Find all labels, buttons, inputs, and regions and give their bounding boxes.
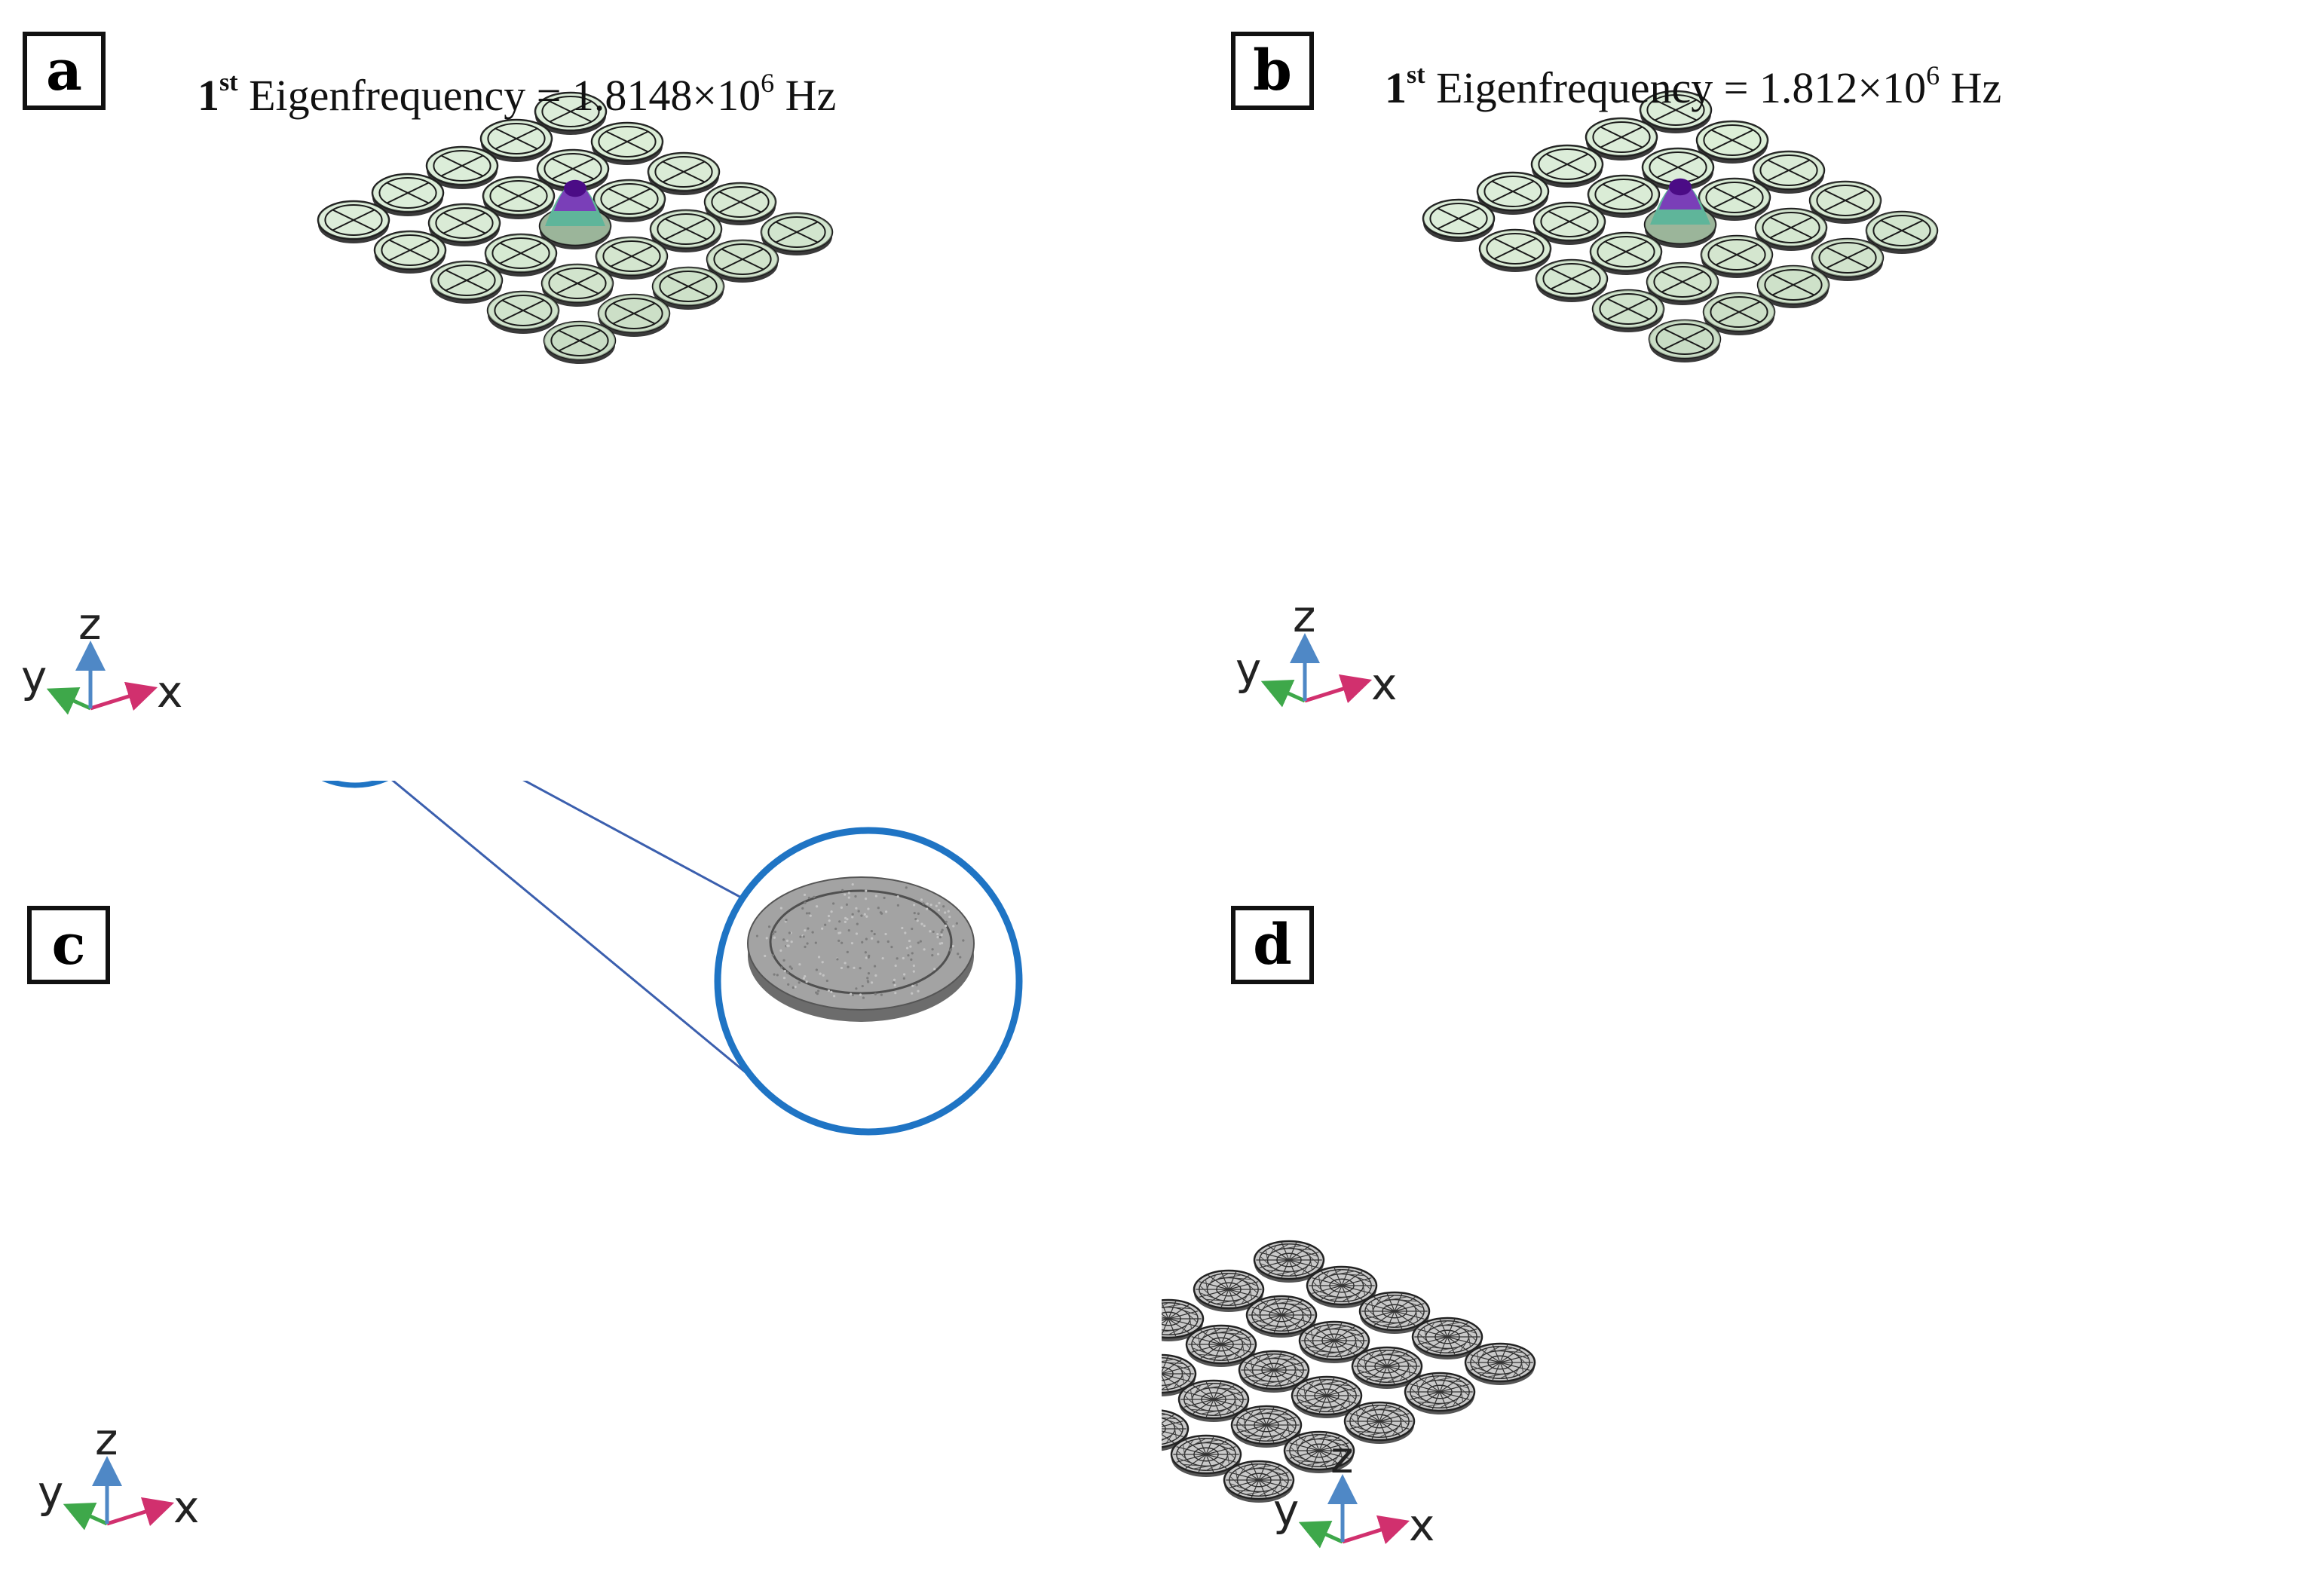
ordinal-suffix: st xyxy=(219,69,238,96)
disk-3-4 xyxy=(488,292,559,334)
y-axis-arrow xyxy=(1275,687,1305,701)
frequency-text: Eigenfrequency = 1.8148×10 xyxy=(249,71,761,120)
eigenfrequency-b: 1st Eigenfrequency = 1.812×106 Hz xyxy=(1385,62,2001,110)
disk-4-4 xyxy=(544,322,615,364)
panel-label-a: a xyxy=(23,32,106,110)
y-axis-label: y xyxy=(38,1466,63,1518)
panel-c: c x yz xyxy=(0,781,1162,1561)
zoomed-disk xyxy=(748,877,974,1022)
x-axis-arrow xyxy=(90,692,143,708)
z-axis-label: z xyxy=(1330,1432,1353,1483)
y-axis-arrow xyxy=(77,1510,107,1524)
disk-0-4 xyxy=(318,201,389,243)
ordinal-suffix: st xyxy=(1407,61,1425,89)
axis-triad-a: x yz xyxy=(15,595,211,739)
y-axis-arrow xyxy=(60,695,90,708)
ordinal: 1 xyxy=(1385,63,1407,112)
z-axis-label: z xyxy=(95,1414,118,1465)
zoom-callout xyxy=(287,781,1019,1132)
disk-1-4 xyxy=(1480,230,1551,272)
panel-b: b 1st Eigenfrequency = 1.812×106 Hz x yz xyxy=(1162,0,2323,781)
x-axis-label: x xyxy=(157,666,182,717)
x-axis-label: x xyxy=(1409,1500,1435,1551)
disk-3-4 xyxy=(1593,290,1664,332)
frequency-unit: Hz xyxy=(785,71,837,120)
y-axis-arrow xyxy=(1312,1528,1343,1542)
disk-1-4 xyxy=(375,231,446,274)
axis-triad-d: x yz xyxy=(1267,1429,1463,1572)
frequency-exponent: 6 xyxy=(1926,60,1940,90)
disk-4-0 xyxy=(1465,1344,1535,1385)
axis-triad-b: x yz xyxy=(1229,588,1425,731)
frequency-unit: Hz xyxy=(1951,63,2002,112)
z-axis-label: z xyxy=(1293,591,1315,642)
disk-2-4 xyxy=(431,261,502,304)
panel-label-b: b xyxy=(1231,32,1314,110)
disk-4-4 xyxy=(1649,320,1720,362)
axis-triad-c: x yz xyxy=(32,1411,228,1554)
disk-2-4 xyxy=(1536,260,1607,302)
panel-label-d: d xyxy=(1231,906,1314,984)
y-axis-label: y xyxy=(1273,1485,1299,1536)
frequency-exponent: 6 xyxy=(761,68,774,98)
x-axis-arrow xyxy=(1305,684,1358,701)
y-axis-label: y xyxy=(21,651,47,702)
eigenfrequency-a: 1st Eigenfrequency = 1.8148×106 Hz xyxy=(197,69,836,118)
disk-4-1 xyxy=(1405,1373,1474,1414)
ordinal: 1 xyxy=(197,71,219,120)
frequency-text: Eigenfrequency = 1.812×10 xyxy=(1436,63,1926,112)
x-axis-arrow xyxy=(1343,1525,1395,1542)
y-axis-label: y xyxy=(1235,644,1261,695)
x-axis-label: x xyxy=(173,1482,199,1533)
x-axis-arrow xyxy=(107,1507,160,1524)
panel-a: a 1st Eigenfrequency = 1.8148×106 Hz x yz xyxy=(0,0,1162,781)
z-axis-label: z xyxy=(78,598,101,650)
disk-0-4 xyxy=(1423,200,1494,242)
panel-d: d x yz xyxy=(1162,781,2323,1561)
panel-label-c: c xyxy=(27,906,110,984)
zoom-source-ring xyxy=(287,781,423,785)
x-axis-label: x xyxy=(1371,659,1397,710)
